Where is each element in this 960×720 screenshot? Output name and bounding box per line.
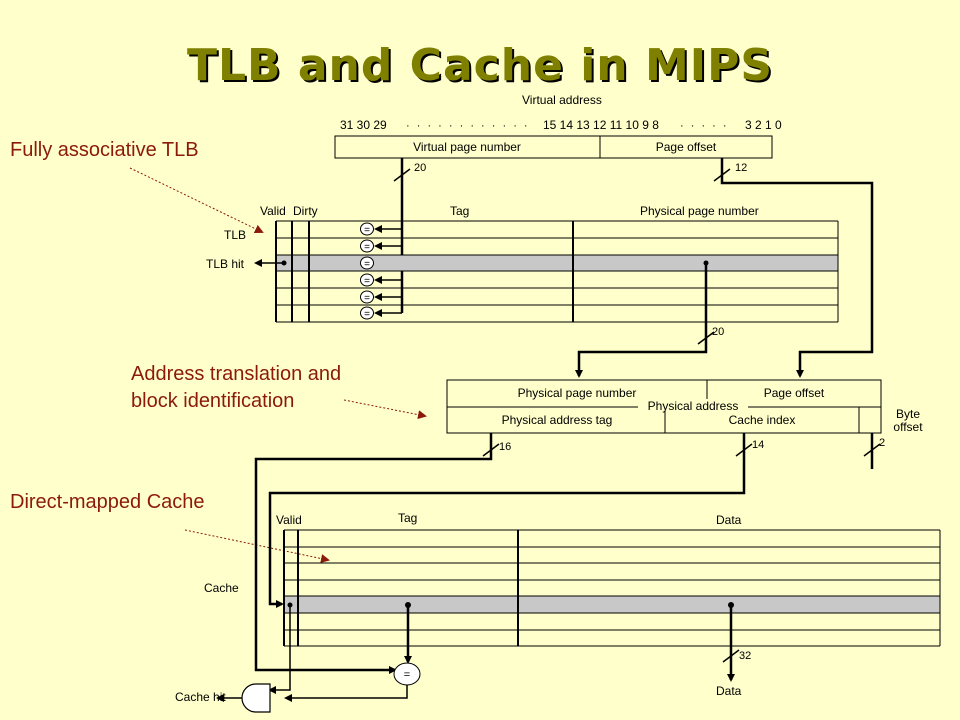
pa-tag-field: Physical address tag (502, 413, 613, 427)
tlb-comparator-symbol: = (364, 242, 370, 253)
va-bits-high: 31 30 29 (340, 118, 387, 132)
tlb-comparators (360, 222, 374, 320)
cache-index-bus: 14 (268, 433, 764, 608)
slide-title: TLB and Cache in MIPS (186, 40, 774, 91)
tlb-tag-header: Tag (450, 204, 469, 218)
vpn-bus: 20 (374, 158, 426, 317)
byte-offset-width: 2 (879, 437, 885, 449)
tlb-label: TLB (224, 228, 246, 242)
physical-address-register: Physical page number Page offset Physica… (446, 379, 923, 434)
data-out-path: 32 Data (716, 602, 751, 698)
cache-comparator: = (284, 662, 421, 702)
va-bits-mid: 15 14 13 12 11 10 9 8 (543, 118, 659, 132)
tlb-comparator-symbol: = (364, 293, 370, 304)
data-width: 32 (739, 650, 751, 662)
cache-hit-row-highlight (284, 596, 940, 613)
cache-label: Cache (204, 581, 239, 595)
pa-ppn-field: Physical page number (518, 386, 637, 400)
cache-hit-label: Cache hit (175, 690, 226, 704)
vpn-width: 20 (414, 162, 426, 174)
tlb-ppn-header: Physical page number (640, 204, 759, 218)
cache-annotation: Direct-mapped Cache (10, 491, 205, 513)
tlb-hit-row-highlight (276, 255, 838, 271)
byte-offset-bus: 2 (863, 433, 885, 469)
offset-width: 12 (735, 162, 747, 174)
cache-tag-header: Tag (398, 511, 417, 525)
tlb-valid-header: Valid (260, 204, 286, 218)
cache-tag-path (404, 602, 412, 664)
physical-address-label: Physical address (648, 399, 739, 413)
tlb-annotation: Fully associative TLB (10, 139, 199, 161)
cache-table: Valid Tag Data Cache (204, 511, 941, 647)
page-offset-bus: 12 (713, 158, 874, 378)
byte-offset-line2: offset (893, 420, 923, 434)
tlb-comparator-symbol: = (364, 225, 370, 236)
data-out-label: Data (716, 684, 742, 698)
cache-valid-header: Valid (276, 513, 302, 527)
valid-bit-path (268, 602, 293, 694)
translation-annotation-line1: Address translation and (131, 363, 342, 385)
index-width: 14 (752, 439, 764, 451)
svg-text:· · · · ·: · · · · · (680, 120, 729, 132)
va-bits-low: 3 2 1 0 (745, 118, 782, 132)
tlb-comparator-symbol: = (364, 259, 370, 270)
tlb-dirty-header: Dirty (293, 204, 318, 218)
cache-index-field: Cache index (729, 413, 796, 427)
pa-offset-field: Page offset (764, 386, 825, 400)
pa-tag-bus: 16 (254, 433, 511, 674)
and-gate: Cache hit (175, 683, 271, 713)
tag-width: 16 (499, 441, 511, 453)
annotation-pointers (129, 167, 427, 563)
translation-annotation-line2: block identification (131, 390, 295, 412)
va-offset-field: Page offset (656, 140, 717, 154)
tlb-hit-label: TLB hit (206, 257, 245, 271)
ppn-bus: 20 (575, 260, 724, 378)
cache-data-header: Data (716, 513, 742, 527)
virtual-address-label: Virtual address (522, 93, 602, 107)
tlb-table: Valid Dirty Tag Physical page number (206, 204, 839, 323)
tlb-comparator-symbol: = (364, 276, 370, 287)
byte-offset-line1: Byte (896, 407, 920, 421)
cache-comparator-symbol: = (404, 669, 410, 681)
virtual-address-register: Virtual address 31 30 29 · · · · · · · ·… (334, 93, 782, 159)
tlb-comparator-symbol: = (364, 309, 370, 320)
svg-text:· · · · · · · · · · · ·: · · · · · · · · · · · · (406, 120, 530, 132)
ppn-width: 20 (712, 326, 724, 338)
vpn-field: Virtual page number (413, 140, 521, 154)
